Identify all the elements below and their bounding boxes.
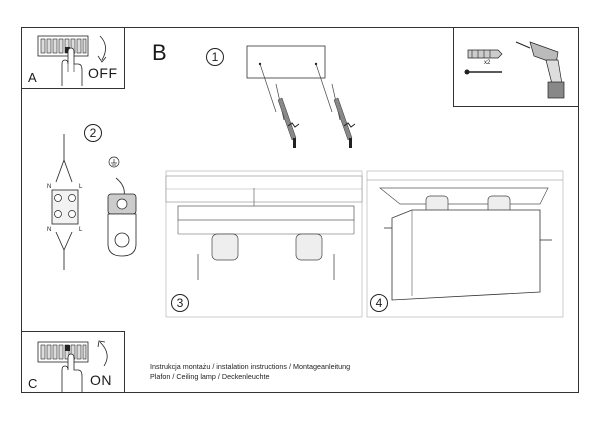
fuse-box-icon (37, 35, 89, 57)
terminal-label-n-top: N (47, 184, 52, 190)
terminal-label-l-bottom: L (79, 227, 83, 233)
on-label: ON (90, 372, 112, 388)
drill-icon (515, 41, 565, 99)
terminal-label-l-top: L (79, 184, 83, 190)
caption-product: Plafon / Ceiling lamp / Deckenleuchte (150, 372, 270, 381)
section-letter-b: B (152, 40, 167, 65)
rotate-down-arrow-icon (97, 35, 107, 63)
panel-a-switch-off: A OFF (21, 27, 125, 89)
instruction-sheet (21, 27, 579, 393)
rotate-up-arrow-icon (97, 340, 108, 367)
section-letter-a: A (28, 70, 37, 85)
step-number-3: 3 (171, 294, 189, 312)
step-number-2: 2 (84, 124, 102, 142)
tools-panel: x2 (453, 27, 579, 107)
hand-icon (61, 353, 83, 392)
terminal-label-n-bottom: N (47, 227, 52, 233)
panel-c-switch-on: C ON (21, 331, 125, 393)
caption-instructions: Instrukcja montażu / instalation instruc… (150, 362, 351, 371)
step-number-4: 4 (370, 294, 388, 312)
section-letter-c: C (28, 376, 38, 391)
anchor-quantity: x2 (484, 60, 491, 66)
fuse-box-icon (37, 341, 89, 363)
step-number-1: 1 (206, 48, 224, 66)
hand-icon (61, 47, 83, 86)
wall-plug-and-screw-icon (464, 49, 503, 75)
off-label: OFF (88, 65, 118, 81)
